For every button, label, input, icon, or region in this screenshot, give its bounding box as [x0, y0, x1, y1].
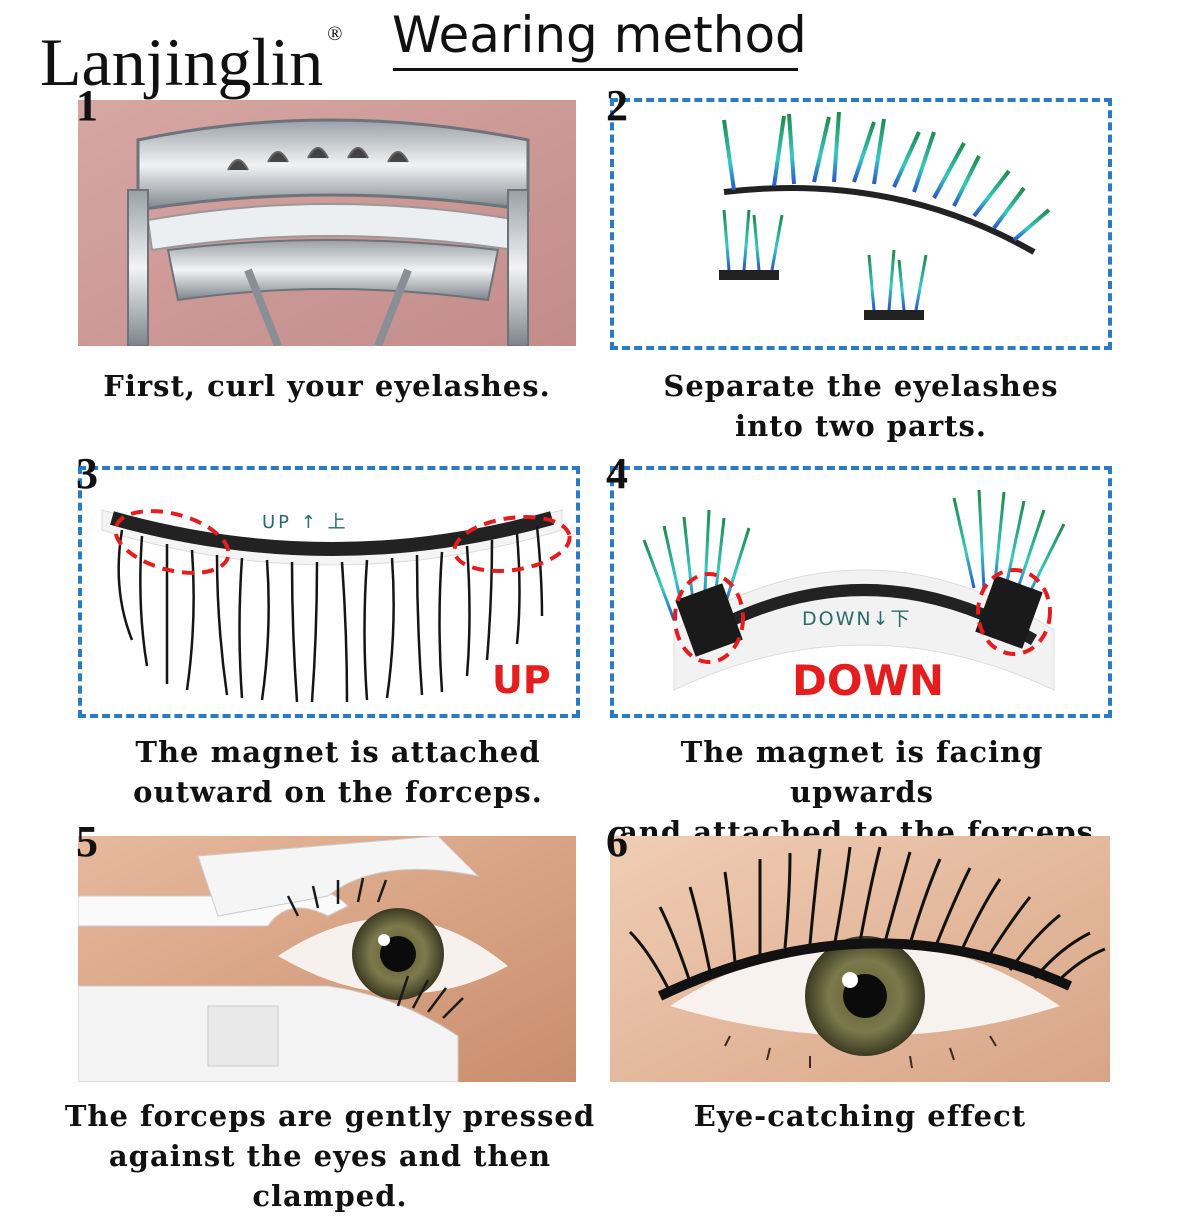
up-badge: UP [492, 658, 551, 702]
brand-name: Lanjinglin [40, 24, 324, 100]
down-badge: DOWN [792, 656, 945, 705]
registered-mark: ® [327, 23, 343, 45]
step-2-number: 2 [606, 81, 628, 130]
caption-line: Separate the eyelashes [663, 369, 1059, 403]
step-5-photo [78, 836, 576, 1082]
caption-line: Eye-catching effect [693, 1099, 1027, 1133]
step-5-number: 5 [76, 817, 98, 866]
caption-line: outward on the forceps. [133, 775, 543, 809]
step-6-caption: Eye-catching effect [610, 1096, 1110, 1136]
step-1-number: 1 [76, 81, 98, 130]
caption-line: The forceps are gently pressed [64, 1099, 596, 1133]
caption-line: The magnet is attached [135, 735, 541, 769]
caption-line: against the eyes and then clamped. [108, 1139, 552, 1213]
caption-line: The magnet is facing upwards [680, 735, 1044, 809]
step-5-caption: The forceps are gently pressed against t… [40, 1096, 620, 1216]
step-3-photo: UP ↑ 上 UP [78, 466, 580, 718]
up-label-text: UP ↑ 上 [262, 512, 349, 533]
step-4-number: 4 [606, 449, 628, 498]
title-underline [393, 68, 798, 71]
caption-line: into two parts. [735, 409, 987, 443]
step-3-number: 3 [76, 449, 98, 498]
down-label-text: DOWN↓下 [802, 608, 912, 630]
step-6-number: 6 [606, 817, 628, 866]
step-4-photo: DOWN↓下 DOWN [610, 466, 1112, 718]
step-1-caption: First, curl your eyelashes. [78, 366, 576, 406]
step-2-caption: Separate the eyelashes into two parts. [610, 366, 1112, 446]
caption-line: First, curl your eyelashes. [103, 369, 551, 403]
page-title: Wearing method [392, 6, 807, 64]
brand-logo: Lanjinglin® [40, 24, 343, 96]
step-2-photo [610, 98, 1112, 350]
step-3-caption: The magnet is attached outward on the fo… [78, 732, 598, 812]
step-6-photo [610, 836, 1110, 1082]
step-1-photo [78, 100, 576, 346]
step-4-caption: The magnet is facing upwards and attache… [606, 732, 1118, 852]
